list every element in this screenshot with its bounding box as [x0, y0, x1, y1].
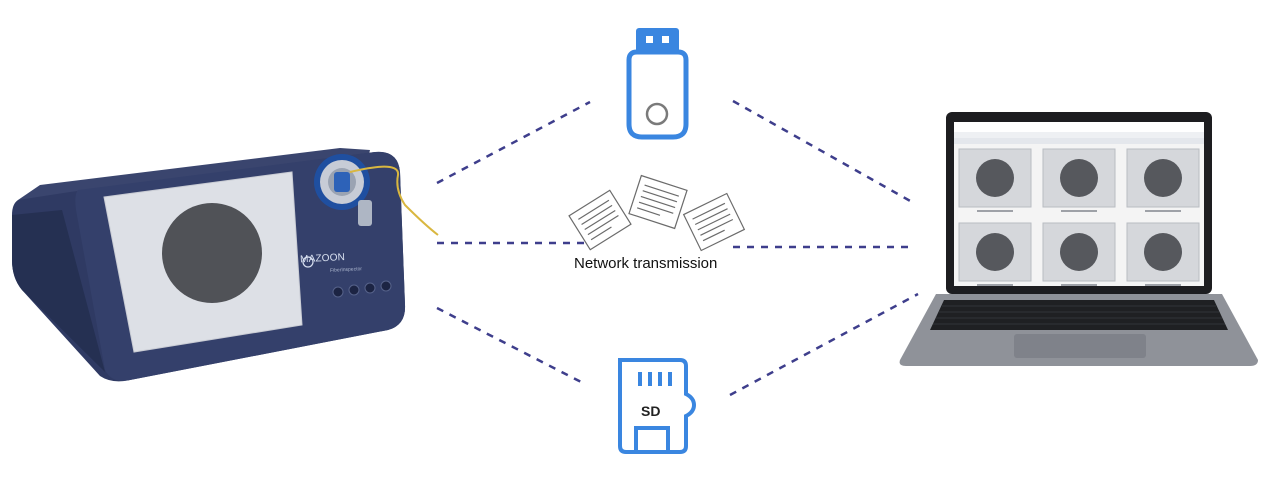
device-brand-logo [302, 256, 314, 268]
line-usb-to-laptop [732, 99, 913, 204]
device-button [332, 286, 344, 298]
device-side [12, 210, 105, 372]
laptop-thumbnail [1042, 222, 1116, 286]
sd-label: SD [641, 403, 661, 419]
line-device-to-sd [436, 306, 586, 386]
network-transmission-label: Network transmission [574, 255, 718, 272]
laptop-thumbnail-grid [958, 148, 1200, 286]
laptop-thumbnail [958, 222, 1032, 286]
device-button [380, 280, 392, 292]
line-device-to-usb [436, 100, 591, 185]
line-sd-to-laptop [729, 292, 919, 397]
connection-lines [436, 99, 919, 397]
device-button [364, 282, 376, 294]
documents-icon [568, 174, 746, 252]
laptop [899, 112, 1258, 366]
laptop-thumbnail [958, 148, 1032, 212]
fiber-connector [314, 154, 439, 236]
laptop-thumbnail [1126, 148, 1200, 212]
device-screen-fiber-image [162, 203, 262, 303]
laptop-touchpad [1014, 334, 1146, 358]
device-buttons [332, 280, 392, 298]
sd-card-icon [618, 358, 697, 454]
laptop-thumbnail [1042, 148, 1116, 212]
laptop-thumbnail [1126, 222, 1200, 286]
usb-drive-icon [626, 28, 689, 140]
device-button [348, 284, 360, 296]
laptop-keyboard [930, 300, 1228, 330]
fiber-inspection-device [12, 148, 439, 382]
